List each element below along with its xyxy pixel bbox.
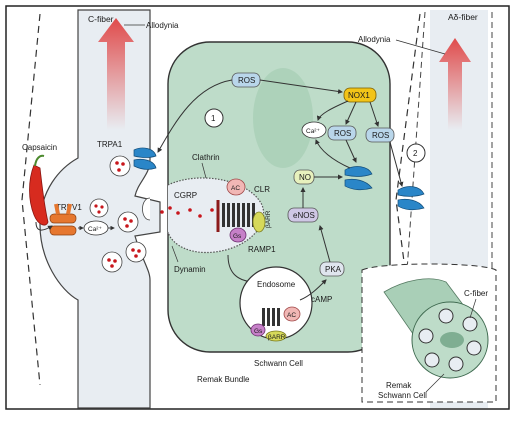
remak-bundle-label: Remak Bundle <box>197 375 250 384</box>
nox1-to-ros-mid-arrow <box>345 101 357 125</box>
ros-mid-label: ROS <box>334 129 351 138</box>
pka-to-enos-arrow <box>318 225 331 263</box>
endosome-gs-label: Gs <box>254 328 263 335</box>
enos-label: eNOS <box>293 211 315 220</box>
ros-right-to-a-delta-arrow <box>389 141 404 187</box>
capsaicin-arrow <box>35 221 53 231</box>
inset-c-fibers <box>418 308 482 372</box>
cgrp-label: CGRP <box>174 191 197 200</box>
pka-label: PKA <box>325 265 342 274</box>
remak-inset: C-fiber Remak Schwann Cell <box>361 263 497 403</box>
nox1-label: NOX1 <box>348 91 370 100</box>
vesicle <box>109 155 131 177</box>
ca-schwann-label: Ca²⁺ <box>306 128 320 135</box>
trpa1-schwann-channel-icon <box>344 166 373 191</box>
allodynia-left-label: Allodynia <box>146 21 179 30</box>
inset-axon <box>448 356 464 372</box>
vesicle <box>125 241 147 263</box>
endosome-gs-icon <box>250 323 266 337</box>
ca-neuron-label: Ca²⁺ <box>88 226 102 233</box>
inset-c-fiber-label: C-fiber <box>464 289 488 298</box>
inset-remak-label: Remak <box>386 381 412 390</box>
chili-pepper-icon <box>29 164 49 226</box>
step-2-badge <box>406 143 426 163</box>
inset-center <box>440 332 464 348</box>
cgrp-dots <box>94 161 141 268</box>
clr-label: CLR <box>254 185 270 194</box>
clathrin-pointer <box>201 162 207 179</box>
gs-membrane-icon <box>229 227 247 243</box>
cgrp-vesicles <box>89 155 147 273</box>
chili-stem-icon <box>34 154 45 167</box>
inset-schwann-label: Schwann Cell <box>378 391 427 400</box>
inset-axon <box>438 308 454 324</box>
ros-mid-badge <box>327 125 357 141</box>
c-fiber-label: C-fiber <box>88 14 114 24</box>
ac-membrane-icon <box>226 178 246 196</box>
ros-to-nox1-arrow <box>259 79 343 94</box>
endosome <box>239 266 313 340</box>
remak-boundary-right <box>395 13 421 386</box>
ramp1-label: RAMP1 <box>248 245 276 254</box>
a-delta-label: Aδ-fiber <box>448 12 478 22</box>
trpa1-a-delta-channel-icon <box>397 186 425 211</box>
ros-top-label: ROS <box>238 76 255 85</box>
remak-boundary-left <box>21 13 41 386</box>
vesicle <box>117 211 139 233</box>
trpa1-to-ca-arrow <box>315 139 351 169</box>
camp-arrow <box>299 279 327 301</box>
nox1-to-ca-arrow <box>316 100 349 121</box>
ros-right-label: ROS <box>372 131 389 140</box>
vesicle <box>101 251 123 273</box>
endosome-barr-icon <box>265 330 287 342</box>
trpv1-channel-icon <box>49 203 77 236</box>
dynamin-label: Dynamin <box>174 265 206 274</box>
camp-label: cAMP <box>311 295 332 304</box>
ros-to-trpa1-arrow <box>157 79 233 153</box>
capsaicin-label: Capsaicin <box>22 143 57 152</box>
schwann-cell-label: Schwann Cell <box>254 359 303 368</box>
endosome-ac-label: AC <box>287 312 296 319</box>
barr-icon <box>252 211 266 233</box>
clr-receptor-icon <box>222 203 255 227</box>
c-fiber-allodynia-arrow <box>98 18 134 130</box>
inset-axon <box>418 328 434 344</box>
allodynia-right-pointer <box>395 39 446 55</box>
ac-label: AC <box>231 185 240 192</box>
no-label: NO <box>299 173 311 182</box>
inset-remak-pointer <box>425 373 445 393</box>
ros-right-badge <box>365 127 395 143</box>
inset-axon <box>466 340 482 356</box>
clathrin-label: Clathrin <box>192 153 220 162</box>
dynamin-pointer <box>171 245 179 263</box>
step-1-label: 1 <box>211 114 216 123</box>
trpa1-label: TRPA1 <box>97 140 123 149</box>
gs-label: Gs <box>233 233 242 240</box>
fusing-vesicle <box>142 197 151 221</box>
vesicle <box>89 198 109 218</box>
nox1-badge <box>343 87 377 103</box>
cgrp-released-dots <box>160 206 214 218</box>
endosome-ac-icon <box>283 306 301 322</box>
inset-c-fiber-pointer <box>469 298 477 319</box>
trpa1-neuron-channel-icon <box>133 147 157 170</box>
endosome-barr-label: βARR <box>268 334 286 341</box>
step-1-badge <box>204 108 224 128</box>
schwann-nucleus <box>253 68 313 168</box>
pka-badge <box>319 261 345 277</box>
inset-axon <box>462 316 478 332</box>
endosome-clr-icon <box>262 308 280 326</box>
a-delta-allodynia-arrow <box>439 38 471 130</box>
step-2-label: 2 <box>413 149 418 158</box>
allodynia-right-label: Allodynia <box>358 35 391 44</box>
inset-axon <box>424 352 440 368</box>
ca-schwann-badge <box>301 121 327 139</box>
endosome-label: Endosome <box>257 280 296 289</box>
barr-label: βARR <box>265 210 272 228</box>
ros-mid-to-trpa1-arrow <box>345 139 357 163</box>
nox1-to-ros-right-arrow <box>369 101 380 127</box>
